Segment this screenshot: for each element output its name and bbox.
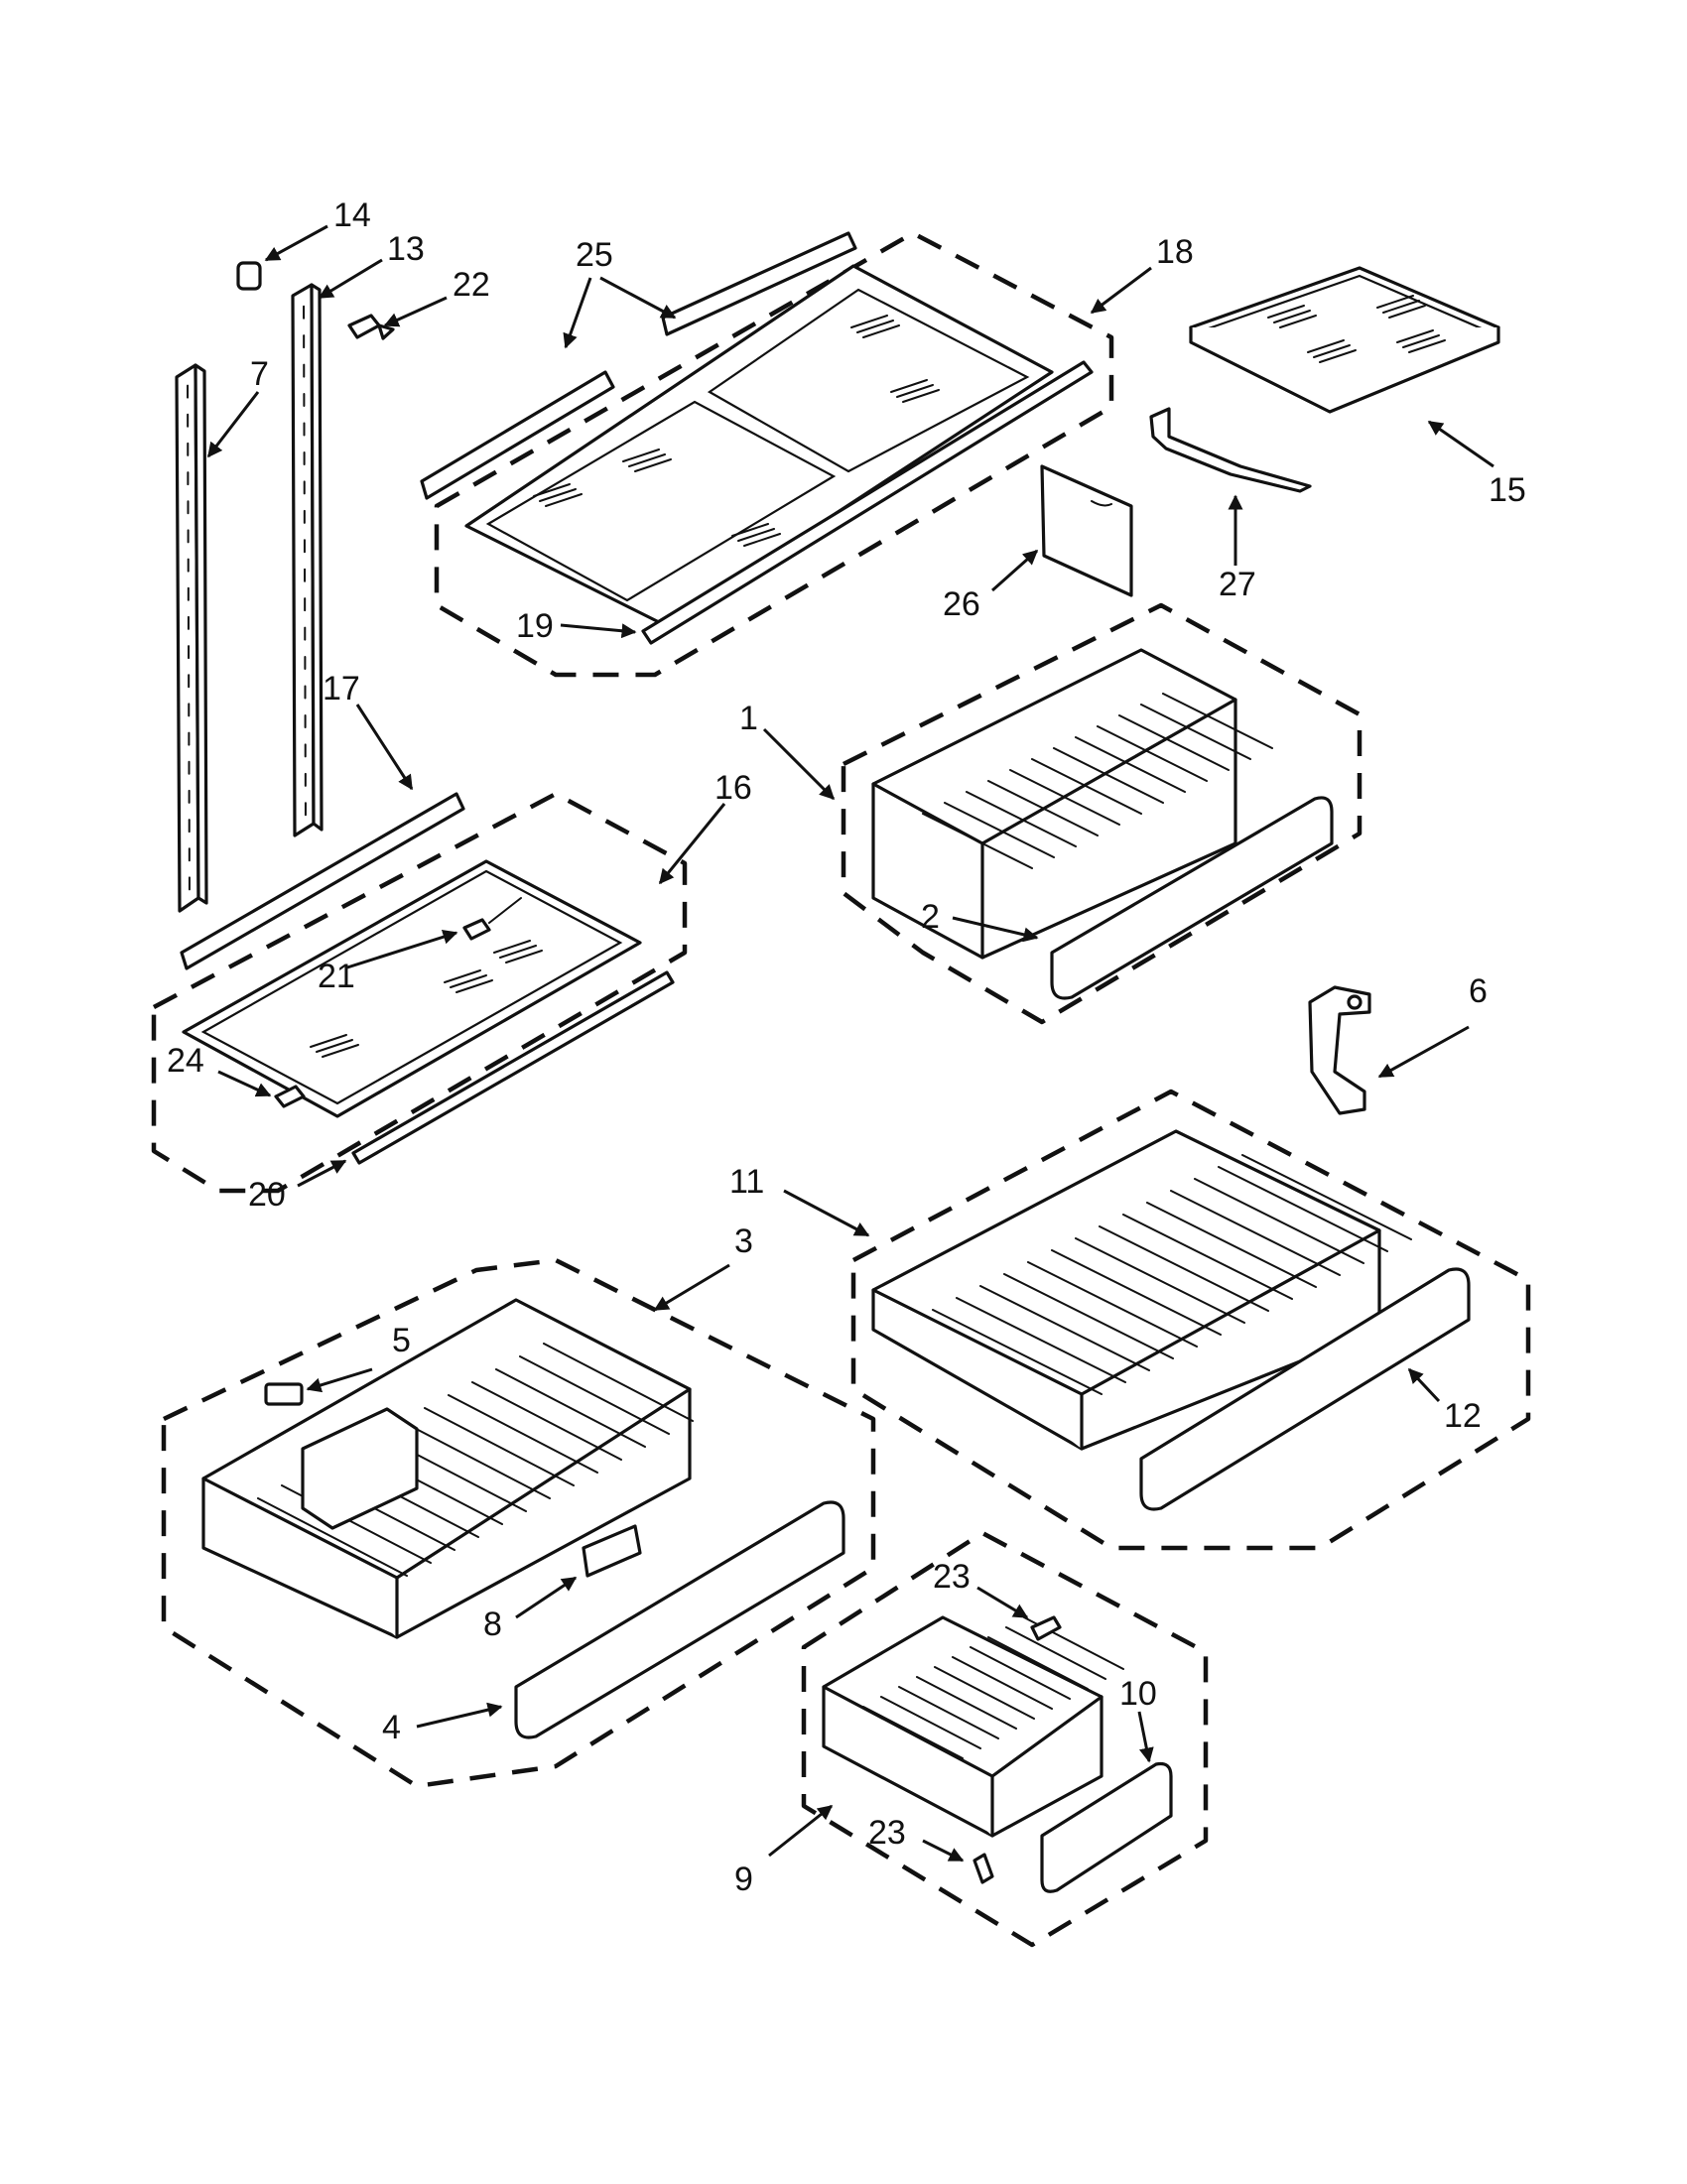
- ice-bin-block: [301, 1407, 419, 1530]
- rail-7: [175, 363, 208, 913]
- callout-18: 18: [1156, 233, 1194, 271]
- wide-drawer: [871, 1129, 1412, 1451]
- callout-19: 19: [516, 607, 554, 645]
- callout-8: 8: [483, 1606, 502, 1643]
- group-outlines: [151, 230, 1531, 1948]
- callout-25: 25: [576, 236, 613, 274]
- callout-2: 2: [921, 898, 940, 936]
- callout-1: 1: [739, 700, 758, 737]
- outline-freezer-basket: [161, 1257, 876, 1789]
- bracket-6: [1308, 985, 1371, 1115]
- callout-5: 5: [392, 1322, 411, 1359]
- callout-7: 7: [250, 355, 269, 393]
- outline-upper-shelf: [434, 230, 1114, 678]
- crisper-drawer: [871, 648, 1273, 960]
- callout-26: 26: [943, 585, 980, 623]
- trim-25-left: [420, 370, 615, 500]
- small-basket: [822, 1615, 1124, 1838]
- callout-6: 6: [1469, 972, 1488, 1010]
- callout-10: 10: [1119, 1675, 1157, 1713]
- lower-shelf-assembly: [180, 792, 675, 1165]
- callout-9: 9: [734, 1861, 753, 1898]
- freezer-basket: [201, 1298, 694, 1639]
- crisper-front-2: [1050, 796, 1334, 1000]
- callout-23-lower: 23: [868, 1814, 906, 1852]
- screw-23-upper: [1030, 1615, 1062, 1641]
- trim-17: [180, 792, 465, 970]
- outline-crisper: [841, 602, 1363, 1025]
- screw-23-lower: [973, 1853, 994, 1884]
- callout-16: 16: [714, 769, 752, 807]
- outline-wide-drawer: [850, 1089, 1531, 1551]
- callout-24: 24: [167, 1042, 204, 1080]
- callout-14: 14: [333, 196, 371, 234]
- screw-21: [462, 897, 522, 941]
- callout-23-upper: 23: [933, 1558, 971, 1596]
- callout-17: 17: [323, 670, 360, 707]
- trim-19: [641, 360, 1094, 645]
- bracket-27: [1149, 407, 1312, 493]
- outline-small-basket: [801, 1530, 1209, 1948]
- small-front-10: [1040, 1761, 1173, 1893]
- callout-labels: 14 13 22 7 25 18 15 27 26 19 17 16 21 24…: [167, 196, 1526, 1898]
- freezer-front-4: [514, 1500, 845, 1739]
- upper-shelf-assembly: [420, 231, 1094, 645]
- callout-12: 12: [1444, 1397, 1482, 1435]
- clip-24: [274, 1085, 306, 1108]
- callout-3: 3: [734, 1222, 753, 1260]
- clip-14: [236, 261, 262, 291]
- callout-15: 15: [1489, 471, 1526, 509]
- callout-11: 11: [729, 1163, 764, 1201]
- callout-27: 27: [1219, 566, 1256, 603]
- screw-22: [347, 314, 395, 340]
- wide-front-12: [1139, 1267, 1471, 1511]
- divider-26: [1040, 464, 1133, 597]
- slide-out-shelf: [1189, 266, 1500, 414]
- callout-13: 13: [387, 230, 425, 268]
- clip-5: [264, 1382, 304, 1406]
- callout-22: 22: [453, 266, 490, 304]
- callout-4: 4: [382, 1709, 401, 1746]
- outline-lower-shelf: [151, 791, 688, 1194]
- callout-20: 20: [248, 1176, 286, 1214]
- rail-13: [291, 283, 324, 837]
- leader-arrows: [206, 224, 1494, 1863]
- trim-25-right: [661, 231, 857, 336]
- callout-21: 21: [318, 958, 355, 995]
- trim-20: [351, 970, 675, 1165]
- clip-8: [582, 1524, 642, 1578]
